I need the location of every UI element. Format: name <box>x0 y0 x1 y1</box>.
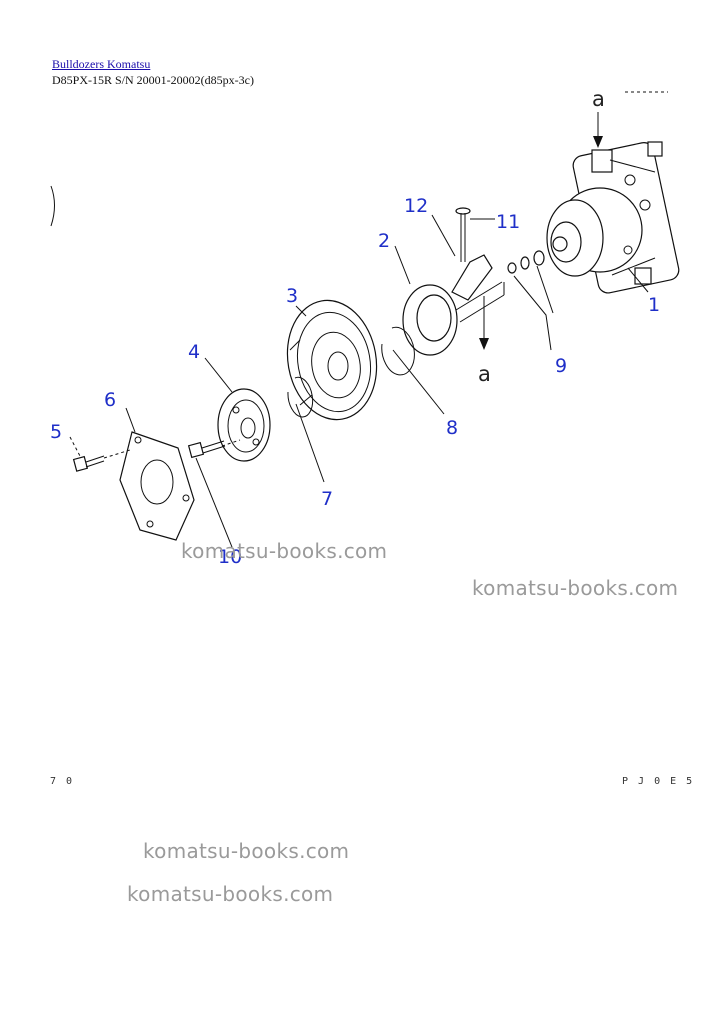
callout-1: 1 <box>648 294 660 316</box>
footer-page-number: 7 0 <box>50 776 75 787</box>
screw-part-11 <box>455 207 495 262</box>
ref-label-top: a <box>592 87 605 111</box>
callout-7: 7 <box>321 488 333 510</box>
watermark-text: komatsu-books.com <box>472 576 679 600</box>
leader-1 <box>627 267 649 293</box>
callout-9: 9 <box>555 355 567 377</box>
callout-2: 2 <box>378 230 390 252</box>
callout-10: 10 <box>218 546 242 568</box>
leader-12 <box>431 214 456 257</box>
watermark-text: komatsu-books.com <box>127 882 334 906</box>
leader-3 <box>295 305 307 317</box>
watermark-text: komatsu-books.com <box>181 539 388 563</box>
leader-6 <box>125 407 136 433</box>
reference-arrow-top <box>593 112 603 148</box>
callout-3: 3 <box>286 285 298 307</box>
leader-2 <box>394 245 411 285</box>
pulley-part-3 <box>286 299 378 421</box>
reference-arrow-bottom <box>479 296 489 350</box>
leader-4 <box>204 357 233 393</box>
bolt-part-5 <box>69 436 131 472</box>
clutch-hub-part-4 <box>217 388 271 462</box>
cropped-arc <box>50 185 55 227</box>
callout-4: 4 <box>188 341 200 363</box>
callout-5: 5 <box>50 421 62 443</box>
callout-12: 12 <box>404 195 428 217</box>
callout-8: 8 <box>446 417 458 439</box>
callout-6: 6 <box>104 389 116 411</box>
shim-washers-part-9 <box>507 250 554 351</box>
watermark-text: komatsu-books.com <box>143 839 350 863</box>
snap-ring-part-8 <box>381 326 415 376</box>
compressor-part-1 <box>546 141 680 294</box>
bolt-part-10 <box>187 439 241 548</box>
leader-7 <box>295 403 325 483</box>
callout-11: 11 <box>496 211 520 233</box>
footer-code: P J 0 E 5 <box>622 776 695 787</box>
cover-plate-part-6 <box>119 431 195 541</box>
model-title: D85PX-15R S/N 20001-20002(d85px-3c) <box>52 73 254 87</box>
leader-8 <box>392 349 445 415</box>
breadcrumb-link[interactable]: Bulldozers Komatsu <box>52 57 151 71</box>
snap-ring-part-7 <box>287 376 314 418</box>
ref-label-bottom: a <box>478 362 491 386</box>
stator-coil-part-2 <box>402 254 505 356</box>
